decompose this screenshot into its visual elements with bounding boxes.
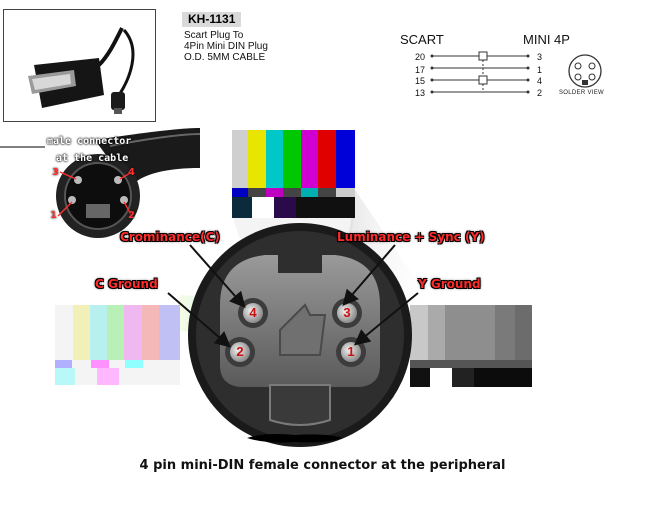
diagram-caption: 4 pin mini-DIN female connector at the p… [139, 458, 506, 473]
spec-line: 4Pin Mini DIN Plug [184, 41, 268, 52]
scart-heading: SCART [400, 32, 444, 47]
male-connector-subtitle: at the cable [56, 153, 129, 164]
scart-pin: 17 [415, 65, 426, 75]
male-pin-label: 3 [52, 167, 59, 178]
y-ground-callout: Y Ground [418, 277, 481, 291]
mini-pin: 1 [537, 65, 543, 75]
spec-line: O.D. 5MM CABLE [184, 52, 266, 63]
color-bars-top [232, 130, 355, 218]
mini-pin: 3 [537, 52, 543, 62]
scart-cable-photo [28, 27, 135, 114]
male-connector-title: male connector [47, 136, 132, 147]
female-pin-label: 3 [343, 305, 351, 320]
male-pin-label: 1 [50, 210, 57, 221]
solder-view-label: SOLDER VIEW [559, 90, 604, 96]
product-photo [3, 9, 156, 122]
female-pin-label: 1 [347, 344, 355, 359]
male-pin-label: 4 [128, 167, 135, 178]
female-pin-label: 4 [249, 305, 257, 320]
male-pin-label: 2 [128, 210, 135, 221]
mini-din-solder-icon [568, 54, 602, 88]
mini-4p-heading: MINI 4P [523, 32, 570, 47]
scart-pin: 20 [415, 52, 426, 62]
pinout-wires [430, 51, 530, 94]
model-number: KH-1131 [182, 12, 242, 27]
male-connector-graphic [0, 128, 200, 238]
female-connector-graphic [188, 223, 412, 447]
watermark-blot [247, 434, 343, 443]
scart-pin: 15 [415, 76, 426, 86]
c-ground-callout: C Ground [95, 277, 158, 291]
spec-line: Scart Plug To [184, 30, 244, 41]
mini-pin: 4 [537, 76, 543, 86]
luminance-callout: Luminance + Sync (Y) [337, 230, 485, 244]
color-bars-chroma [55, 305, 180, 385]
female-pin-label: 2 [236, 344, 244, 359]
grayscale-bars-luma [410, 305, 532, 387]
scart-pin: 13 [415, 88, 426, 98]
chrominance-callout: Crominance(C) [120, 230, 220, 244]
mini-pin: 2 [537, 88, 543, 98]
